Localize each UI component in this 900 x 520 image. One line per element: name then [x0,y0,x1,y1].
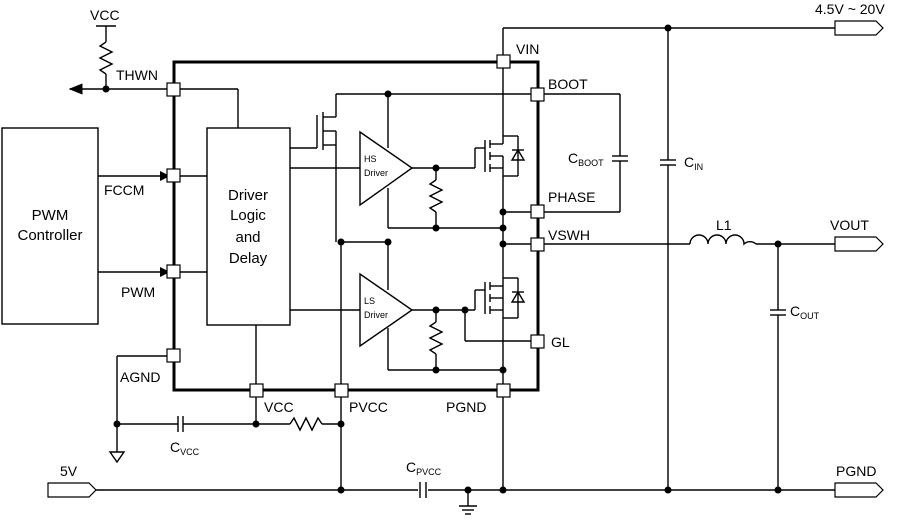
pin-agnd [166,348,181,363]
pin-pgnd [496,383,511,398]
pin-gl [530,334,545,349]
hs-mosfet [474,62,526,390]
vout-port: VOUT [830,217,884,252]
svg-text:LS: LS [364,296,375,306]
l1-label: L1 [716,217,732,233]
pvcc-label: PVCC [349,399,388,415]
five-v-label: 5V [60,463,78,479]
pwm-net: PWM [98,267,207,300]
cpvcc-capacitor: CPVCC [406,459,477,515]
cboot-capacitor: CBOOT [503,93,628,213]
cpvcc-label: CPVCC [406,459,442,477]
cout-capacitor: COUT [770,244,820,490]
svg-text:Driver: Driver [364,310,388,320]
gl-pin-label: GL [551,334,570,350]
cboot-label: CBOOT [568,150,604,168]
pin-pwm [166,264,181,279]
vin-range-label: 4.5V ~ 20V [815,1,885,17]
driver-logic-block: Driver Logic and Delay [206,127,291,326]
svg-text:HS: HS [364,154,377,164]
svg-text:Logic: Logic [230,207,266,224]
thwn-net: THWN [68,67,239,128]
five-v-port: 5V [47,463,97,498]
ls-driver: LS Driver [290,272,538,374]
agnd-label: AGND [120,369,160,385]
pin-phase [530,204,545,219]
vin-pin-label: VIN [516,41,539,57]
cin-capacitor: CIN [660,28,703,490]
pvcc-net: PVCC [337,238,392,490]
pgnd-pin-label: PGND [446,399,486,415]
pin-vin [496,54,511,69]
ls-mosfet [474,277,526,374]
vcc-top-label: VCC [90,7,120,23]
vswh-pin-label: VSWH [548,227,590,243]
cin-label: CIN [684,154,703,172]
svg-text:Driver: Driver [228,187,268,204]
pin-pvcc [334,383,349,398]
agnd-net: AGND [108,355,174,464]
pin-vswh [530,237,545,252]
cout-label: COUT [790,303,820,321]
svg-text:Driver: Driver [364,168,388,178]
vin-port: 4.5V ~ 20V [815,1,885,36]
fccm-net: FCCM [98,171,207,198]
boot-switch [290,90,538,242]
svg-text:Delay: Delay [229,250,268,267]
svg-text:and: and [235,229,260,246]
pgnd-port: PGND [834,463,884,498]
cvcc-label: CVCC [170,439,200,457]
svg-text:Controller: Controller [17,227,82,244]
pin-vcc [249,383,264,398]
pin-thwn [166,82,181,97]
vin-rail [502,24,835,55]
svg-text:PWM: PWM [32,207,69,224]
pgnd-port-label: PGND [836,463,876,479]
pwm-label: PWM [121,284,155,300]
hs-driver: HS Driver [290,130,503,232]
vout-label: VOUT [830,217,869,233]
cvcc-capacitor: CVCC [117,416,256,457]
thwn-label: THWN [116,67,158,83]
pin-boot [530,87,545,102]
vcc-pin-label: VCC [264,399,294,415]
pin-fccm [166,168,181,183]
fccm-label: FCCM [104,182,144,198]
ic-outline [172,60,540,392]
phase-pin-label: PHASE [548,189,595,205]
pwm-controller: PWM Controller [1,127,99,325]
vcc-pin-net: VCC [252,325,345,432]
boot-pin-label: BOOT [548,76,588,92]
